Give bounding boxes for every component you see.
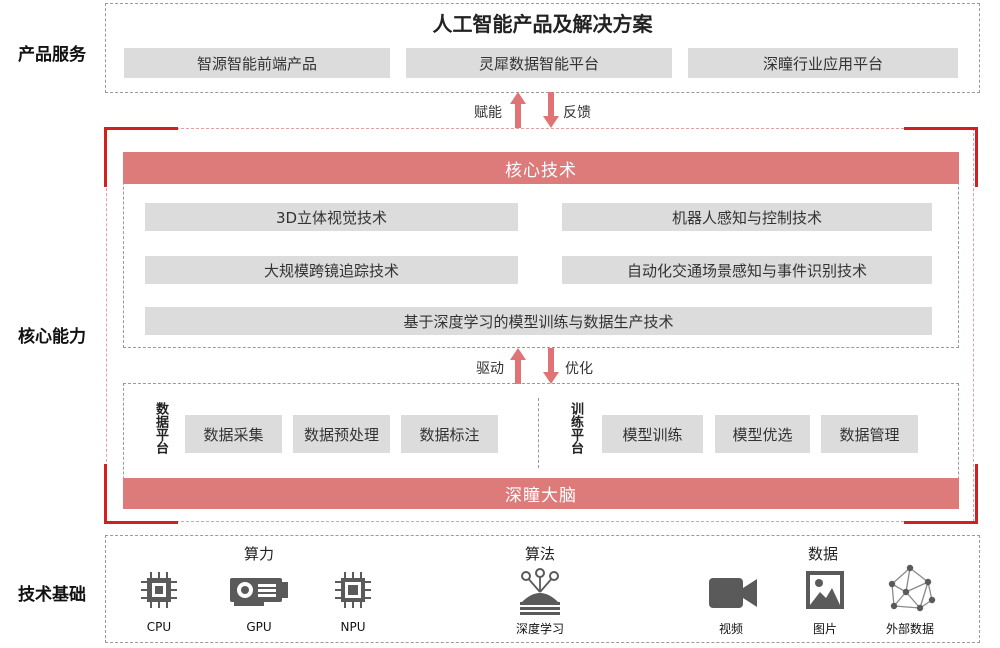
data-platform-label: 数据平台 [153, 402, 168, 454]
image-icon [805, 570, 845, 610]
product-item-1: 智源智能前端产品 [124, 48, 390, 78]
external-data-label: 外部数据 [885, 622, 934, 636]
train-platform-item-3: 数据管理 [821, 415, 918, 453]
data-platform-item-1: 数据采集 [185, 415, 282, 453]
video-icon [708, 576, 758, 610]
corner-top-right [904, 127, 978, 187]
base-section [105, 535, 980, 643]
image-label: 图片 [812, 622, 837, 636]
row-label-core: 核心能力 [18, 327, 86, 347]
product-title: 人工智能产品及解决方案 [432, 12, 653, 36]
arrow-down-optimize [543, 348, 559, 384]
product-item-3: 深瞳行业应用平台 [688, 48, 958, 78]
algorithm-title: 算法 [525, 545, 556, 563]
train-platform-item-2: 模型优选 [715, 415, 810, 453]
row-label-base: 技术基础 [18, 585, 86, 605]
compute-title: 算力 [244, 545, 275, 563]
gpu-label: GPU [246, 620, 272, 634]
arrow-label-feedback: 反馈 [563, 105, 591, 121]
arrow-label-drive: 驱动 [476, 361, 504, 377]
brain-title: 深瞳大脑 [123, 478, 959, 509]
core-section [106, 128, 974, 522]
network-icon [884, 564, 936, 616]
corner-bottom-right [904, 464, 978, 524]
arrow-up-drive [510, 348, 526, 384]
core-tech-item-5: 基于深度学习的模型训练与数据生产技术 [145, 307, 932, 335]
arrow-down-feedback [543, 92, 559, 128]
npu-label: NPU [340, 620, 366, 634]
corner-top-left [104, 127, 178, 187]
deep-learning-icon [516, 568, 564, 616]
data-platform-item-3: 数据标注 [401, 415, 498, 453]
cpu-icon [139, 570, 179, 610]
core-tech-item-1: 3D立体视觉技术 [145, 203, 518, 231]
arrow-label-empower: 赋能 [474, 105, 502, 121]
core-tech-title: 核心技术 [123, 152, 959, 184]
deep-learning-label: 深度学习 [515, 622, 564, 636]
product-section [105, 3, 980, 93]
cpu-label: CPU [146, 620, 172, 634]
data-title: 数据 [808, 545, 839, 563]
video-label: 视频 [718, 622, 743, 636]
product-item-2: 灵犀数据智能平台 [406, 48, 672, 78]
core-tech-item-2: 机器人感知与控制技术 [562, 203, 932, 231]
data-platform-item-2: 数据预处理 [293, 415, 390, 453]
npu-icon [333, 570, 373, 610]
row-label-product: 产品服务 [18, 45, 86, 65]
train-platform-label: 训练平台 [568, 402, 583, 454]
arrow-label-optimize: 优化 [565, 361, 593, 377]
platform-divider [538, 398, 539, 468]
arrow-up-empower [510, 92, 526, 128]
train-platform-item-1: 模型训练 [602, 415, 703, 453]
corner-bottom-left [104, 464, 178, 524]
core-tech-item-3: 大规模跨镜追踪技术 [145, 256, 518, 284]
core-tech-item-4: 自动化交通场景感知与事件识别技术 [562, 256, 932, 284]
gpu-icon [228, 574, 290, 608]
